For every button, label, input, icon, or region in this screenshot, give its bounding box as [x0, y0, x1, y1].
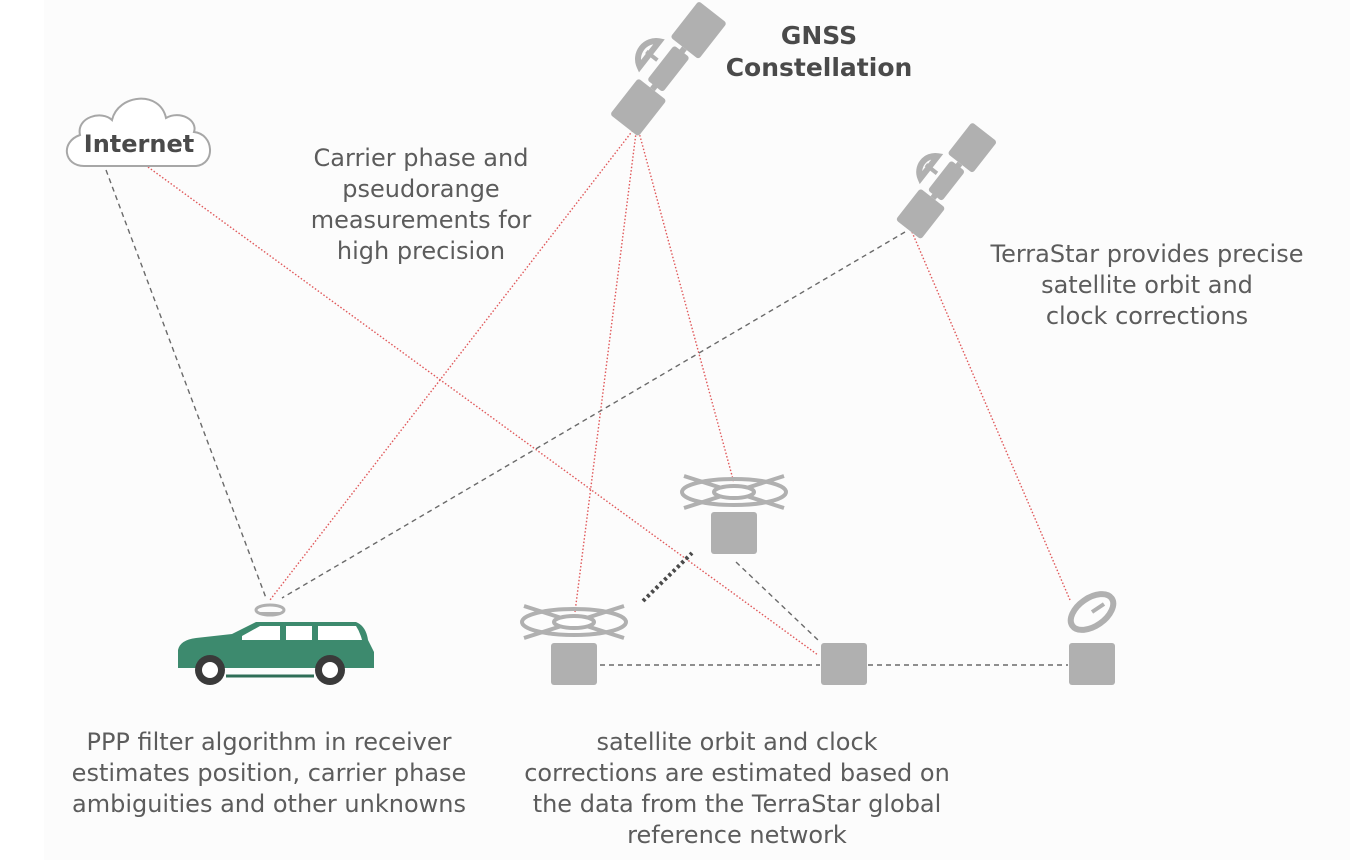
network-link-top — [735, 561, 819, 641]
gnss-to-station-top-signal — [636, 124, 735, 484]
gnss-constellation-title: GNSS Constellation — [725, 21, 913, 82]
ppp-filter-label: PPP filter algorithm in receiver estimat… — [71, 728, 467, 818]
signal-lines — [105, 124, 1071, 666]
terrastar-to-car-link — [281, 231, 906, 599]
uplink-station-icon — [1067, 591, 1117, 685]
internet-to-hub-link — [147, 166, 819, 656]
terrastar-satellite-icon — [896, 123, 996, 239]
terrastar-to-uplink-signal — [911, 231, 1071, 601]
internet-to-car-link — [105, 169, 267, 599]
reference-station-top-icon — [680, 474, 788, 554]
internet-label: Internet — [83, 130, 195, 158]
processing-hub-icon — [821, 643, 867, 685]
carrier-phase-label: Carrier phase and pseudorange measuremen… — [310, 144, 532, 265]
reference-network-label: satellite orbit and clock corrections ar… — [524, 728, 950, 849]
reference-station-left-icon — [520, 604, 628, 685]
internet-cloud-icon — [65, 97, 211, 167]
gnss-satellite-icon — [611, 2, 726, 136]
diagram-panel — [44, 0, 1350, 860]
gnss-to-station-left-signal — [574, 124, 638, 613]
more-stations-dots — [641, 551, 694, 603]
terrastar-corrections-label: TerraStar provides precise satellite orb… — [990, 240, 1304, 330]
car-icon — [178, 603, 374, 685]
